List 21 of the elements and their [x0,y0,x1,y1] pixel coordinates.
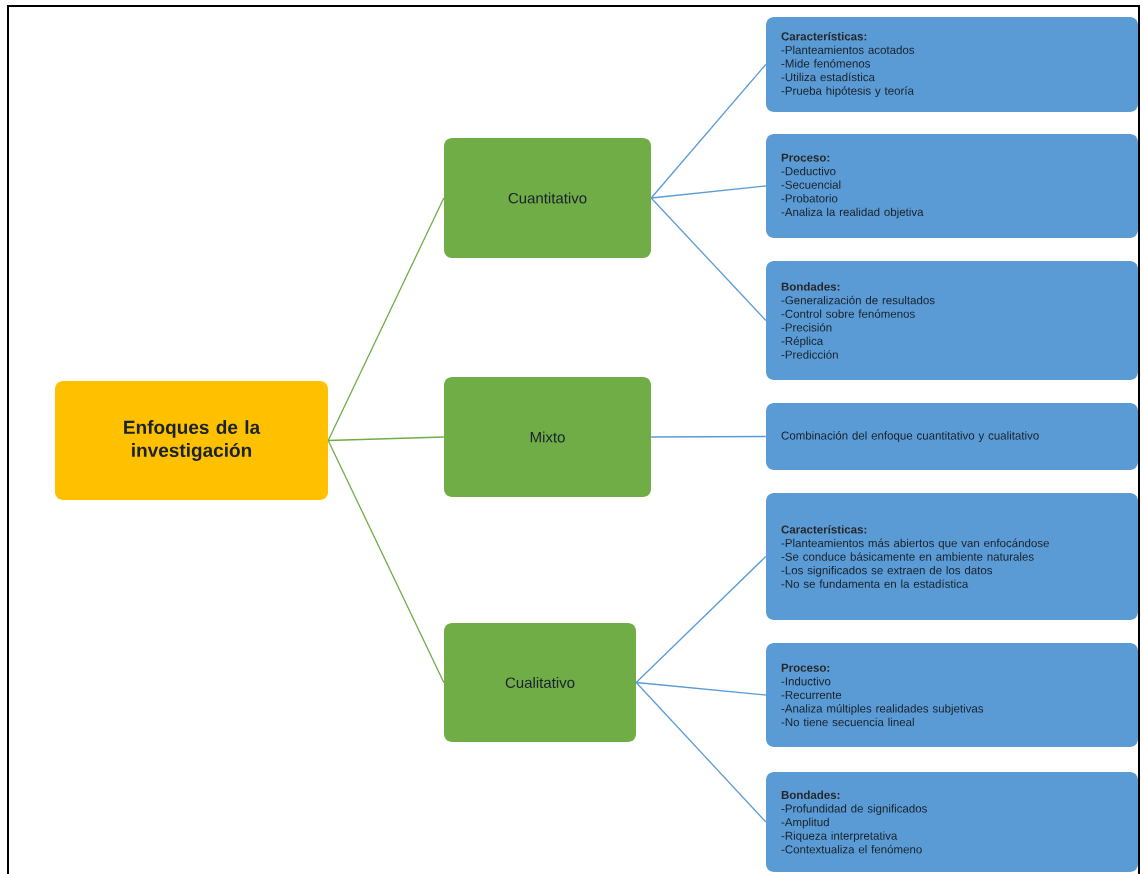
connector-line [650,197,767,322]
connector-line [635,555,767,684]
category-box: Mixto [444,377,651,497]
description-box: Proceso: -Inductivo -Recurrente -Analiza múltiples realidades subjetivas -No tiene secuencia lineal [766,643,1138,747]
connector-line [650,435,767,438]
root-box: Enfoques de la investigación [55,381,328,500]
description-box: Características: -Planteamientos más abiertos que van enfocándose -Se conduce básicamente en ambiente naturales -Los significados se extraen de los datos -No se fundamenta en la estadística [766,493,1138,620]
description-box: Bondades: -Profundidad de significados -Amplitud -Riqueza interpretativa -Contextualiza el fenómeno [766,772,1138,872]
category-box: Cualitativo [444,623,636,742]
description-box: Proceso: -Deductivo -Secuencial -Probatorio -Analiza la realidad objetiva [766,134,1138,238]
connector-line [327,436,445,442]
connector-line [327,197,445,442]
description-box: Combinación del enfoque cuantitativo y cualitativo [766,403,1138,470]
connector-line [635,681,767,823]
description-box: Bondades: -Generalización de resultados -Control sobre fenómenos -Precisión -Réplica -Predicción [766,261,1138,380]
description-box: Características: -Planteamientos acotados -Mide fenómenos -Utiliza estadística -Prueba hipótesis y teoría [766,17,1138,112]
connector-line [650,185,767,199]
connector-line [327,439,445,684]
category-box: Cuantitativo [444,138,651,258]
connector-line [650,63,767,199]
connector-line [635,681,767,696]
